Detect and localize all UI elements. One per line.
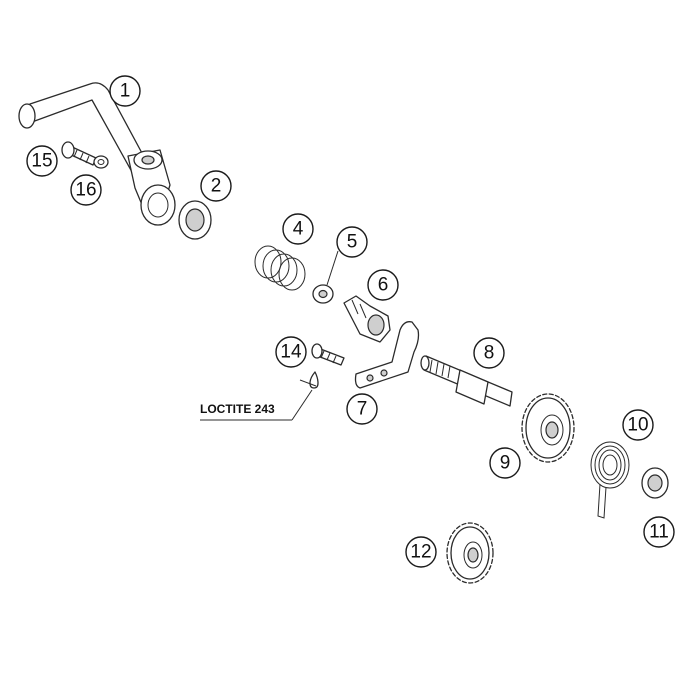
- callout-label-8: 8: [484, 343, 495, 364]
- part-bushing-2: [178, 200, 212, 240]
- callout-label-2: 2: [211, 176, 222, 197]
- callout-2: 2: [200, 170, 232, 202]
- part-guide-7: [354, 321, 420, 389]
- callout-15: 15: [26, 145, 58, 177]
- loctite-note: LOCTITE 243: [200, 402, 275, 416]
- callout-1: 1: [109, 75, 141, 107]
- part-kickstart-lever: [18, 82, 176, 226]
- part-kickstart-shaft-8: [420, 355, 513, 407]
- callout-7: 7: [346, 393, 378, 425]
- part-gear-12: [446, 522, 494, 584]
- callout-11: 11: [643, 516, 675, 548]
- callout-label-12: 12: [410, 542, 431, 563]
- callout-label-4: 4: [293, 219, 304, 240]
- callout-5: 5: [336, 226, 368, 258]
- callout-9: 9: [489, 447, 521, 479]
- callout-14: 14: [275, 336, 307, 368]
- callout-10: 10: [622, 409, 654, 441]
- part-torsion-spring-10: [590, 441, 630, 519]
- part-gear-9: [521, 393, 575, 463]
- callout-label-5: 5: [347, 232, 358, 253]
- callout-label-7: 7: [357, 399, 368, 420]
- callout-16: 16: [70, 174, 102, 206]
- part-washer-11: [641, 467, 669, 499]
- callout-4: 4: [282, 213, 314, 245]
- part-washer-5: [312, 284, 334, 304]
- callout-label-10: 10: [627, 415, 648, 436]
- part-spring-4: [254, 245, 306, 291]
- callout-6: 6: [367, 269, 399, 301]
- leader-lines: [200, 250, 339, 421]
- callout-12: 12: [405, 536, 437, 568]
- part-screw-14: [311, 343, 345, 366]
- part-lock-washer-16: [93, 155, 109, 169]
- callout-label-14: 14: [280, 342, 302, 363]
- callout-8: 8: [473, 337, 505, 369]
- callout-label-15: 15: [31, 151, 52, 172]
- callout-label-11: 11: [649, 522, 669, 543]
- part-ratchet-6: [343, 295, 391, 343]
- callout-label-6: 6: [378, 275, 389, 296]
- callout-label-16: 16: [75, 180, 96, 201]
- callout-label-9: 9: [500, 453, 511, 474]
- part-bolt-15: [61, 141, 97, 166]
- callout-label-1: 1: [120, 81, 131, 102]
